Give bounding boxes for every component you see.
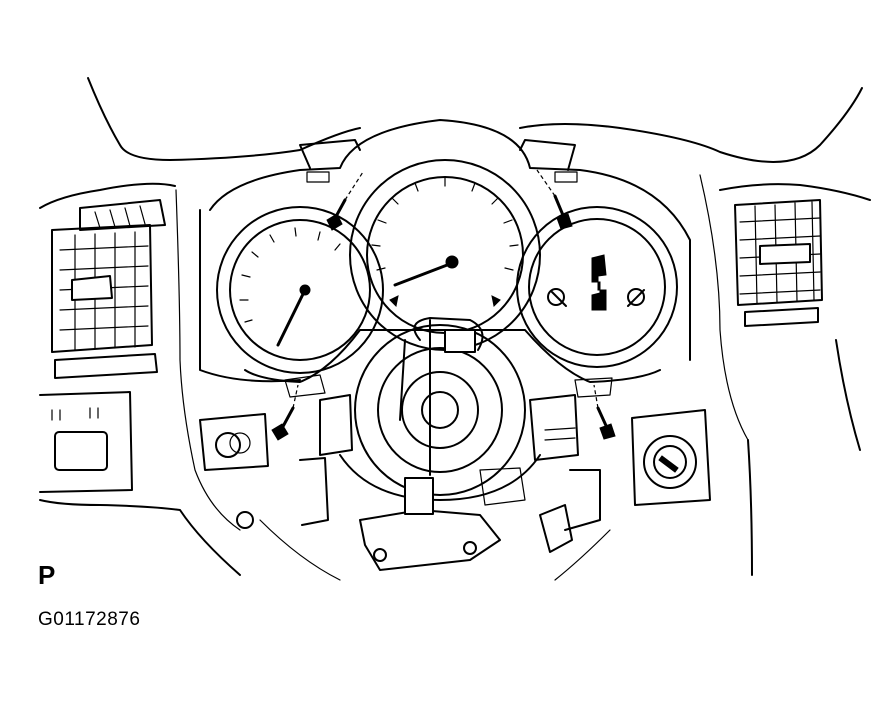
dashboard-outline — [39, 77, 871, 576]
left-knob-panel — [199, 413, 269, 529]
screw-icon — [271, 384, 299, 441]
cluster-hood — [199, 119, 691, 383]
screw-icon — [536, 169, 573, 230]
cluster-lower-bezel — [244, 329, 661, 398]
speedometer-gauge-icon — [349, 159, 541, 351]
right-air-vent — [734, 199, 823, 327]
fuel-temp-gauge-icon — [516, 206, 678, 368]
left-switch-panel — [39, 391, 133, 493]
steering-column-assembly — [259, 317, 611, 581]
ignition-switch-icon — [631, 409, 711, 506]
left-air-vent — [51, 199, 166, 379]
view-label: P — [38, 560, 56, 590]
screw-icon — [326, 171, 364, 231]
screw-icon — [593, 384, 616, 440]
tachometer-gauge-icon — [216, 206, 384, 374]
figure-id: G01172876 — [38, 609, 141, 630]
